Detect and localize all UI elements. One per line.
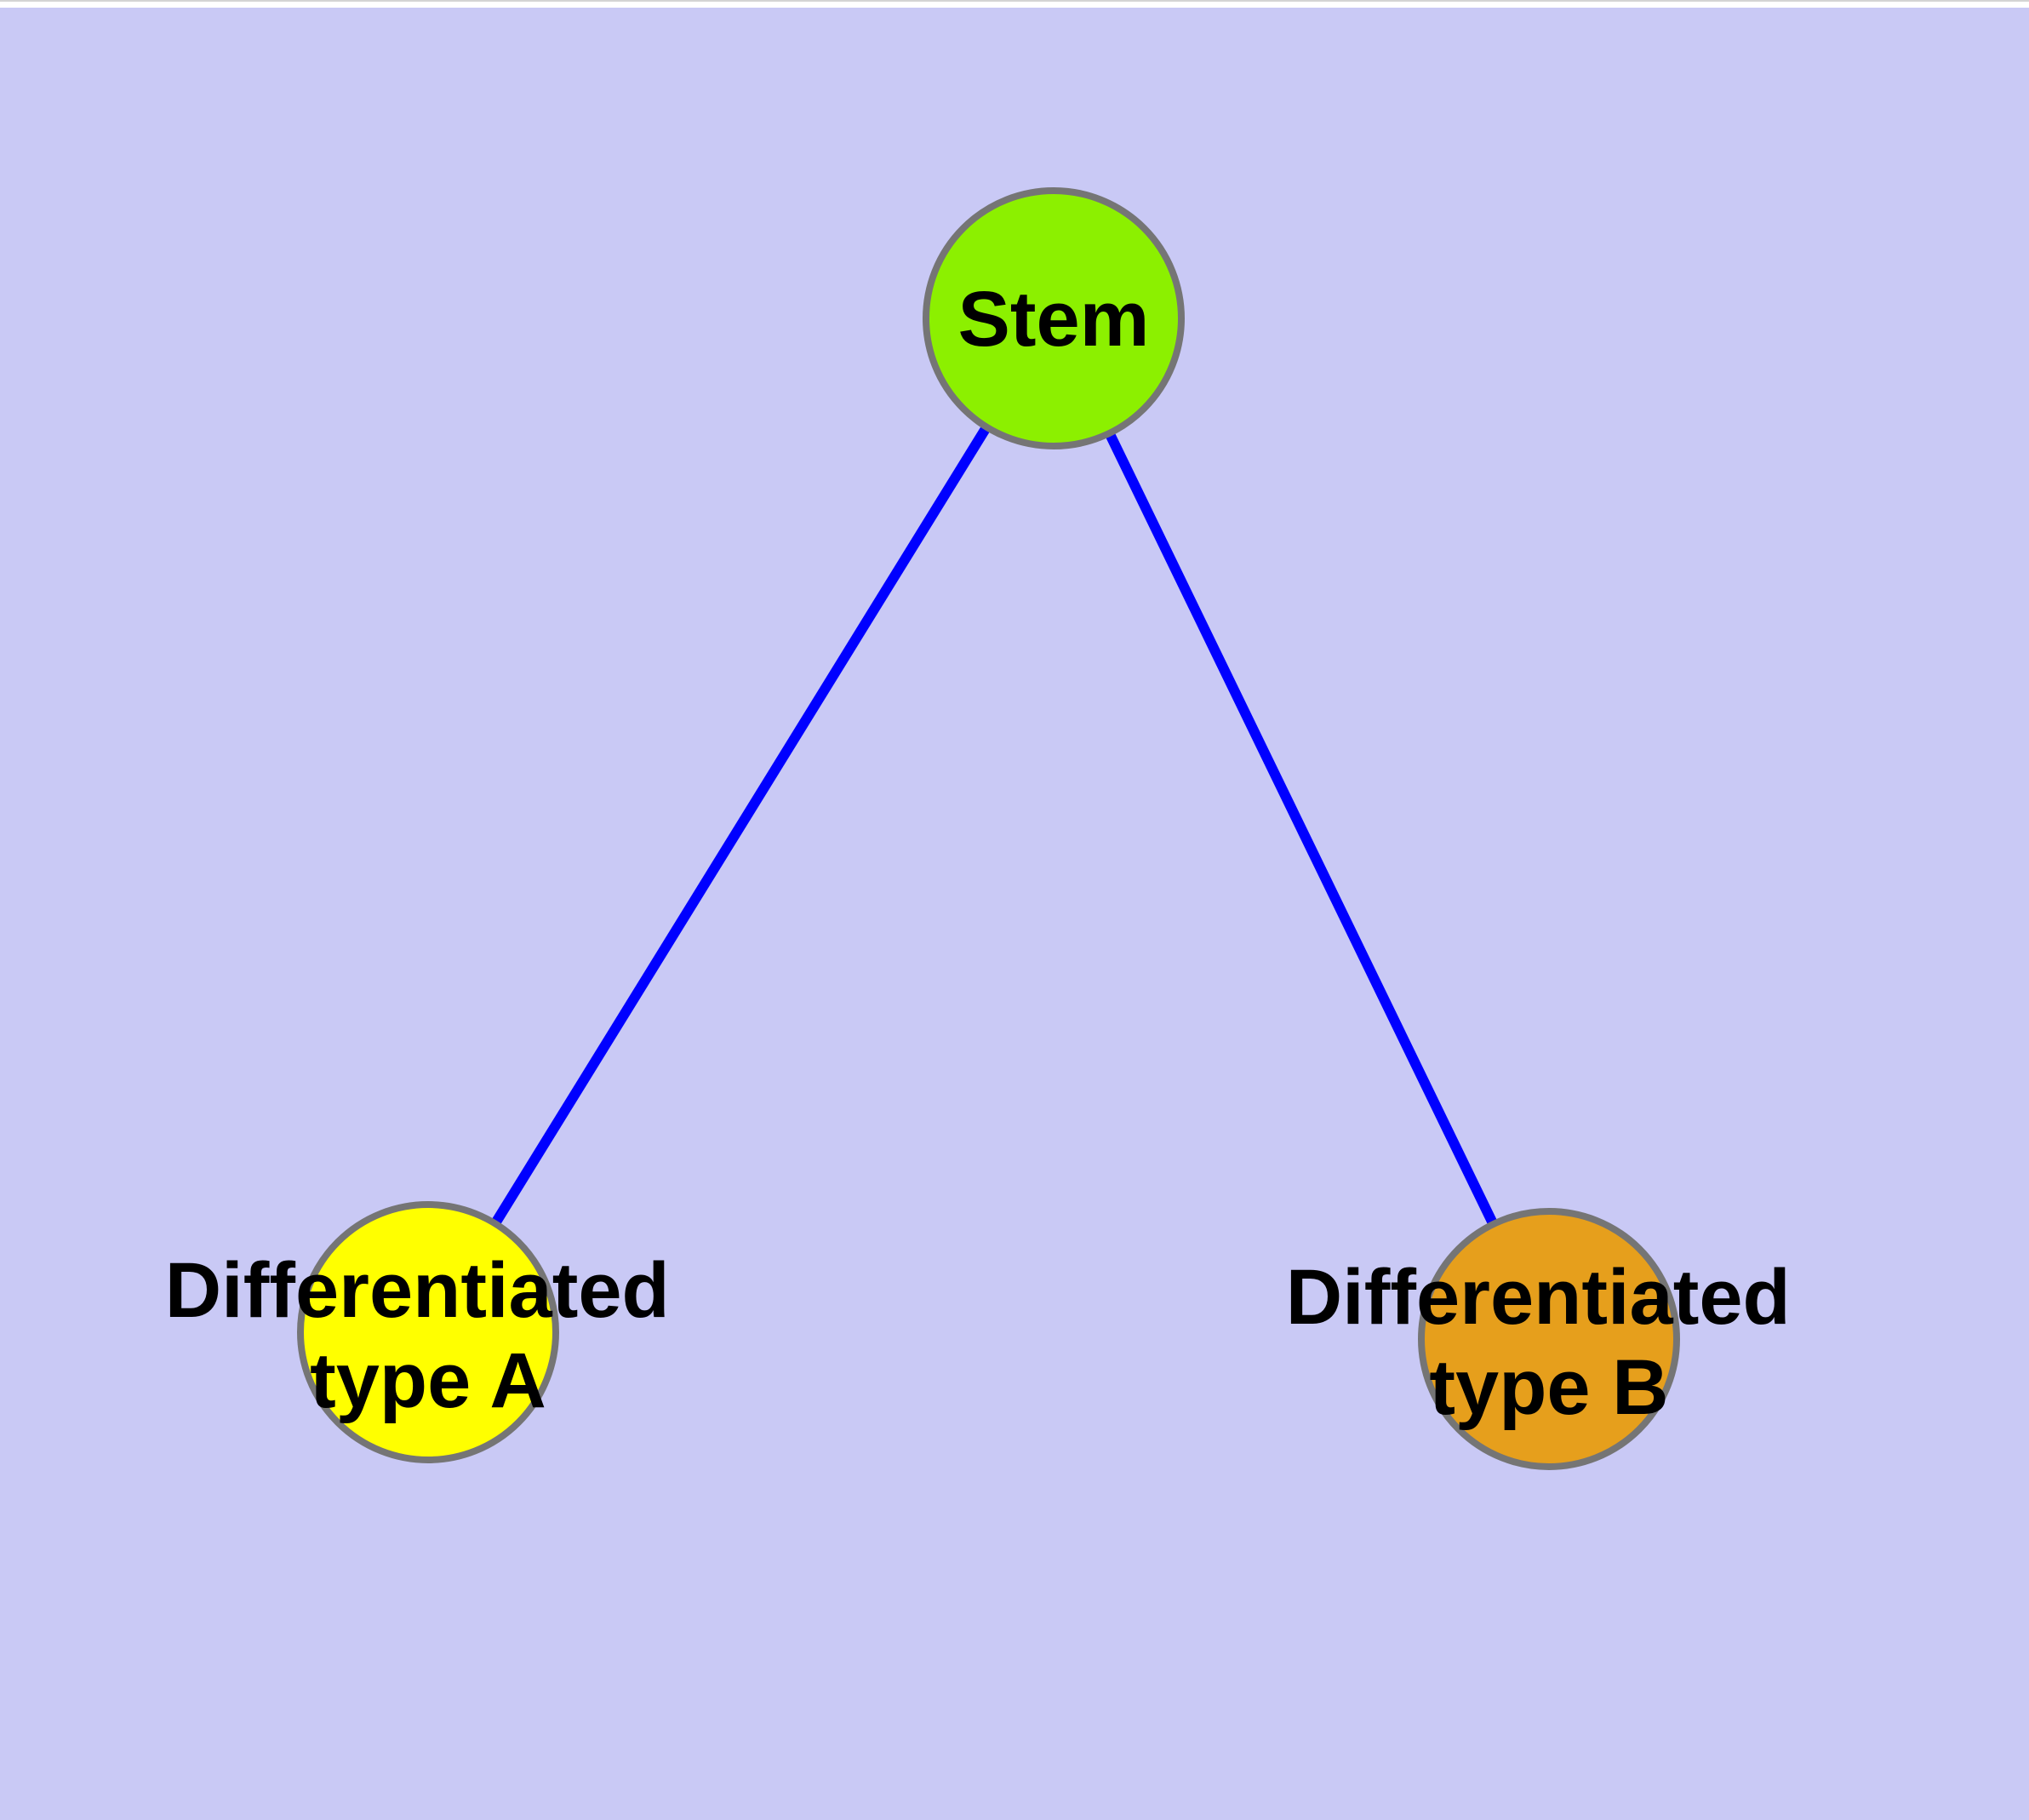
edge-stem-to-type-b: [1049, 316, 1554, 1342]
node-stem-circle: [923, 187, 1185, 449]
node-type-b-label: Differentiated type B: [1286, 1254, 1813, 1431]
node-type-a-label: Differentiated type A: [165, 1247, 692, 1424]
node-stem-label: Stem: [958, 276, 1150, 363]
edge-stem-to-type-a: [423, 315, 1059, 1336]
top-window-strip-border: [0, 0, 2029, 2]
node-type-b-label-line1: Differentiated: [1286, 1254, 1791, 1341]
node-type-b-circle: [1418, 1208, 1680, 1470]
node-type-a-circle: [297, 1201, 559, 1463]
top-window-strip: [0, 0, 2029, 8]
node-type-b-label-line2: type B: [1429, 1344, 1668, 1431]
node-type-a-label-line2: type A: [310, 1337, 546, 1424]
node-type-a-label-line1: Differentiated: [165, 1247, 670, 1334]
